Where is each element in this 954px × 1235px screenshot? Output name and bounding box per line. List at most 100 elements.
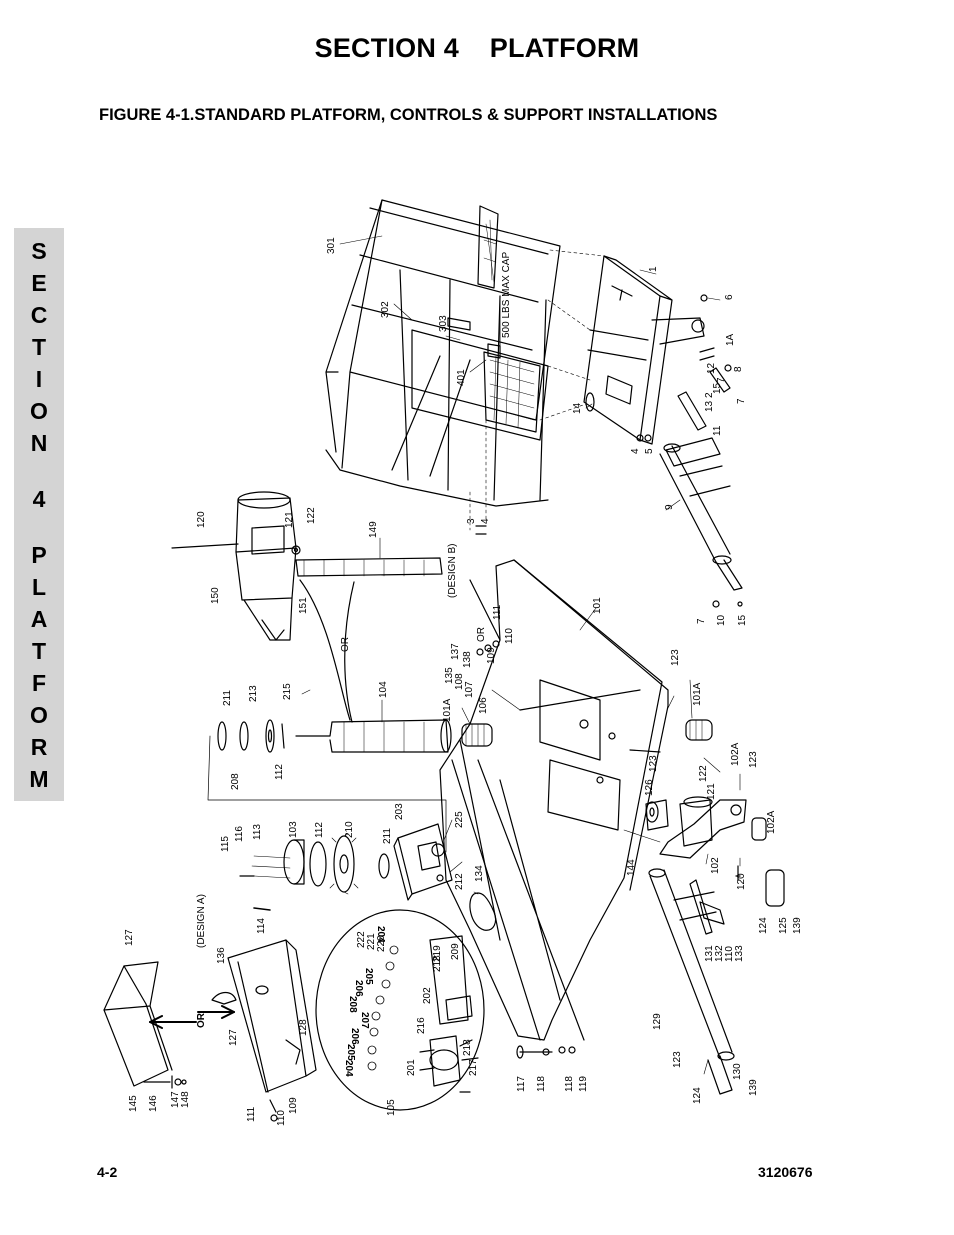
side-tab-letter: S: [31, 238, 47, 264]
callout-112: 112: [314, 822, 325, 838]
callout-130: 130: [732, 1063, 743, 1080]
callout-112: 112: [274, 764, 285, 780]
callout-129: 129: [652, 1013, 663, 1030]
callout-118: 118: [536, 1076, 547, 1092]
decal-label: 500 LBS MAX CAP: [501, 252, 512, 338]
callout-211: 211: [382, 828, 393, 844]
callout-218: 218: [462, 1039, 473, 1056]
side-tab-letter: L: [31, 574, 47, 600]
callout-303: 303: [438, 315, 449, 332]
callout-1: 1: [648, 266, 659, 272]
callout-401: 401: [456, 369, 467, 386]
callout-110: 110: [276, 1110, 287, 1126]
callout-122: 122: [698, 765, 709, 782]
callout-208: 208: [230, 773, 241, 790]
callout-202: 202: [422, 987, 433, 1004]
callout-147: 147: [170, 1091, 181, 1108]
callout-137: 137: [450, 643, 461, 660]
callout-209: 209: [450, 943, 461, 960]
callout-113: 113: [252, 824, 263, 840]
callout-110: 110: [504, 628, 515, 644]
callout-127: 127: [228, 1029, 239, 1046]
callout-121: 121: [706, 783, 717, 800]
support-weldment: [439, 559, 669, 1041]
side-tab-letter: T: [31, 334, 47, 360]
section-side-tab: S E C T I O N 4 P L A T F O R M: [14, 228, 64, 801]
callout-138: 138: [462, 651, 473, 668]
platform-basket: [325, 199, 561, 507]
side-tab-letter: O: [30, 702, 48, 728]
callout-302: 302: [380, 301, 391, 318]
callout-8: 8: [733, 366, 744, 372]
callout-115: 115: [220, 836, 231, 852]
callout-132: 132: [714, 945, 725, 962]
callout-4: 4: [480, 518, 491, 524]
design-a-label: (DESIGN A): [196, 894, 207, 948]
callout-102a: 102A: [766, 810, 777, 834]
callout-205: 205: [363, 968, 374, 985]
callout-207: 207: [359, 1012, 370, 1029]
rotator-shaft: [295, 719, 452, 753]
callout-139: 139: [792, 917, 803, 934]
callout-120: 120: [736, 873, 747, 890]
cover-plate-a: [103, 961, 173, 1087]
callout-labels: 301 302 303 401 500 LBS MAX CAP 1 6 1A 1…: [124, 237, 803, 1126]
callout-7: 7: [696, 618, 707, 624]
callout-101a: 101A: [692, 682, 703, 706]
callout-145: 145: [128, 1095, 139, 1112]
callout-4: 4: [630, 448, 641, 454]
callout-15: 15: [712, 382, 723, 394]
side-tab-letter: P: [31, 542, 47, 568]
callout-124: 124: [758, 917, 769, 934]
callout-6: 6: [724, 294, 735, 300]
callout-12: 12: [706, 362, 717, 374]
callout-7: 7: [716, 377, 727, 383]
cover-plate-b: [227, 939, 317, 1093]
callout-108: 108: [454, 673, 465, 690]
slave-cylinder: [648, 868, 735, 1061]
callout-146: 146: [148, 1095, 159, 1112]
callout-109: 109: [288, 1097, 299, 1114]
page-number: 4-2: [97, 1164, 118, 1180]
callout-215: 215: [282, 683, 293, 700]
mounting-bracket: [583, 255, 705, 445]
callout-222: 222: [356, 931, 367, 948]
callout-124: 124: [692, 1087, 703, 1104]
control-valve-detail: [315, 909, 485, 1111]
callout-106: 106: [478, 697, 489, 714]
side-tab-letter: T: [31, 638, 47, 664]
callout-11: 11: [712, 425, 723, 436]
side-tab-letter: F: [31, 670, 47, 696]
callout-213: 213: [248, 685, 259, 702]
callout-225: 225: [454, 811, 465, 828]
callout-203: 203: [394, 803, 405, 820]
callout-10: 10: [716, 614, 727, 626]
callout-212: 212: [454, 873, 465, 890]
callout-133: 133: [734, 945, 745, 962]
leveling-cylinder: [659, 437, 743, 591]
design-b-label: (DESIGN B): [447, 544, 458, 598]
or-label: OR: [196, 1012, 207, 1028]
callout-5: 5: [644, 448, 655, 454]
callout-114: 114: [256, 918, 267, 934]
side-tab-letter: N: [30, 430, 48, 456]
callout-105: 105: [386, 1099, 397, 1116]
callout-15: 15: [737, 614, 748, 626]
callout-208: 208: [347, 996, 358, 1013]
callout-128: 128: [298, 1019, 309, 1036]
callout-107: 107: [464, 681, 475, 698]
callout-220: 220: [376, 935, 387, 952]
callout-111: 111: [246, 1106, 257, 1122]
callout-134: 134: [474, 865, 485, 882]
callout-217: 217: [468, 1059, 479, 1076]
figure-title: FIGURE 4-1.STANDARD PLATFORM, CONTROLS &…: [99, 106, 718, 124]
callout-102a: 102A: [730, 742, 741, 766]
callout-104: 104: [378, 681, 389, 698]
callout-210: 210: [344, 821, 355, 838]
rotary-actuator: [171, 491, 301, 641]
callout-111: 111: [492, 604, 503, 620]
callout-13: 13: [704, 400, 715, 412]
callout-125: 125: [778, 917, 789, 934]
callout-144: 144: [626, 859, 637, 876]
